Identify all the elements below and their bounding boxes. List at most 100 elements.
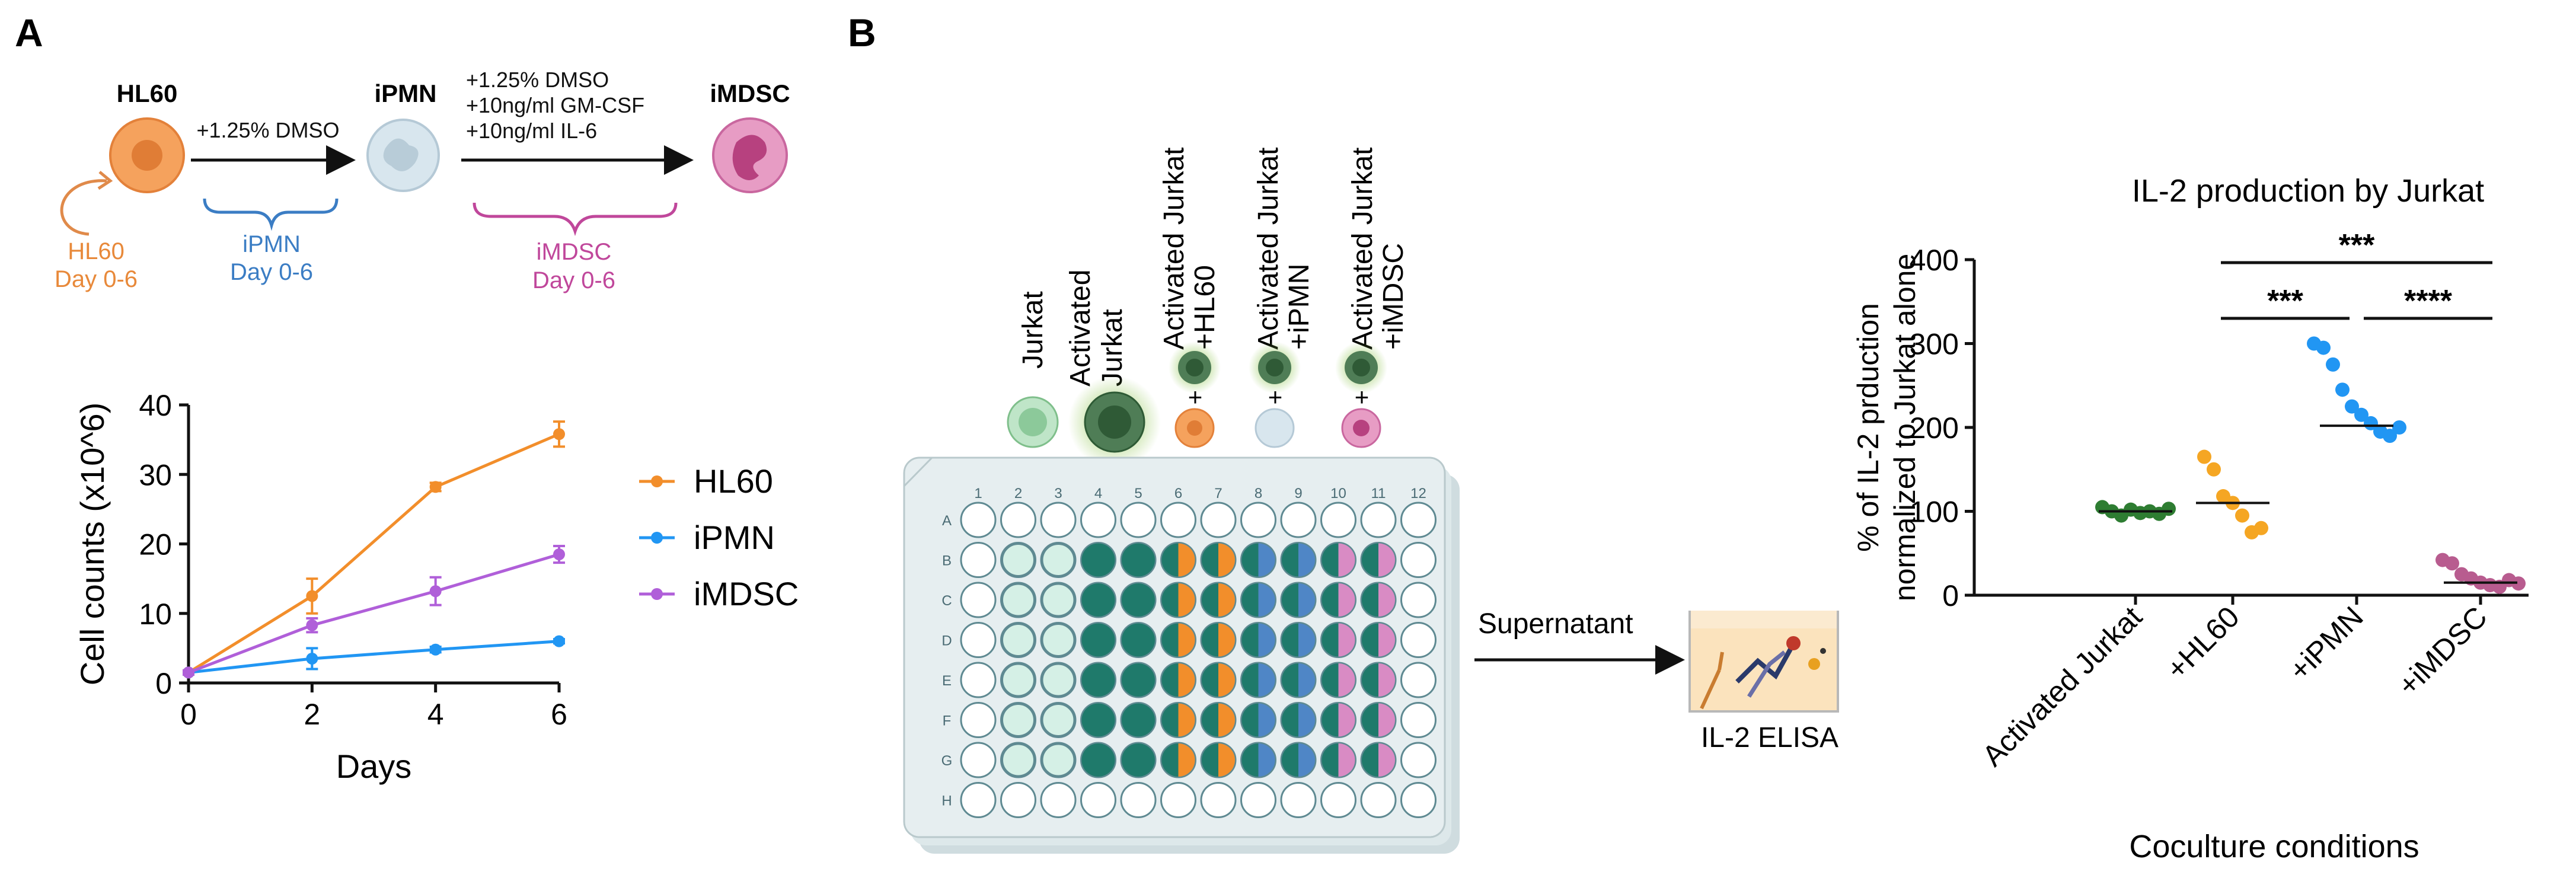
legend-marker <box>651 475 663 487</box>
significance-label: *** <box>2339 228 2375 263</box>
plate-well <box>1200 582 1237 618</box>
scatter-point <box>2235 508 2249 523</box>
scatter-point <box>2207 462 2221 477</box>
scatter-point <box>2197 449 2211 464</box>
panel-a-label: A <box>15 11 43 55</box>
plate-row-label: B <box>942 553 952 569</box>
plate-well <box>1280 542 1317 578</box>
plate-well <box>1240 542 1276 578</box>
plate-well <box>1120 742 1157 778</box>
plate-well <box>1000 662 1036 698</box>
plate-well <box>1120 582 1157 618</box>
cond-label-hl60-l2: +HL60 <box>1189 265 1221 350</box>
plate-well <box>1200 662 1237 698</box>
data-point <box>306 590 318 602</box>
ipmn-cell-name: iPMN <box>375 79 437 107</box>
x-tick-label: 6 <box>551 698 567 731</box>
y-axis-title: Cell counts (x10^6) <box>74 403 111 686</box>
series-line <box>188 553 560 674</box>
plate-well <box>960 622 997 658</box>
ipmn-brace <box>203 198 339 231</box>
plate-well <box>1360 662 1397 698</box>
legend-marker <box>651 532 663 544</box>
plate-well <box>1240 662 1276 698</box>
plate-well <box>1040 622 1077 658</box>
x-tick-label: 0 <box>180 698 197 731</box>
significance-label: **** <box>2404 284 2453 318</box>
plate-well <box>1320 662 1356 698</box>
y-tick-label: 0 <box>155 667 172 700</box>
plate-col-label: 10 <box>1330 486 1346 502</box>
plate-well <box>1160 622 1196 658</box>
plate-well <box>1160 502 1196 538</box>
scatter-point <box>2392 420 2406 435</box>
plate-well <box>1240 702 1276 738</box>
plate-well <box>1120 662 1157 698</box>
cond-label-ipmn-l2: +iPMN <box>1284 264 1315 350</box>
data-point <box>306 652 318 665</box>
data-point <box>183 666 194 679</box>
plate-well <box>1040 582 1077 618</box>
plate-well <box>1360 742 1397 778</box>
plate-well <box>1400 622 1437 658</box>
cond-label-jurkat: Jurkat <box>1017 291 1049 369</box>
self-renewal-arrow-icon <box>60 179 107 236</box>
plate-well <box>960 582 997 618</box>
arrow2-treatment-line2: +10ng/ml GM-CSF <box>466 93 644 117</box>
ipmn-cell-icon <box>366 119 440 192</box>
series-line <box>188 640 560 674</box>
x-tick-label: +HL60 <box>2160 600 2246 686</box>
y-axis-title-line2: normalized to Jurkat alone <box>1888 254 1921 601</box>
plate-well <box>1400 782 1437 818</box>
y-tick-label: 200 <box>1910 411 1959 445</box>
plate-well <box>1000 702 1036 738</box>
elisa-well-icon <box>1688 611 1839 713</box>
scatter-point <box>2254 521 2268 535</box>
arrow2-treatment-line3: +10ng/ml IL-6 <box>466 119 597 143</box>
data-point <box>429 643 442 656</box>
plus-sign-3: + <box>1355 383 1370 411</box>
hl60-caption-line1: HL60 <box>68 238 125 264</box>
plate-well <box>1280 742 1317 778</box>
plate-well <box>1200 502 1237 538</box>
elisa-label: IL-2 ELISA <box>1701 722 1838 754</box>
cond-label-activated-l1: Activated <box>1065 270 1096 387</box>
plate-col-label: 6 <box>1174 486 1182 502</box>
plate-well <box>1360 582 1397 618</box>
plate-well <box>1160 782 1196 818</box>
scatter-point <box>2354 407 2368 422</box>
plate-row-label: C <box>941 593 952 609</box>
plate-well <box>1080 542 1116 578</box>
plate-well <box>1240 502 1276 538</box>
x-axis-title: Days <box>336 748 412 785</box>
plate-well <box>1080 582 1116 618</box>
plate-well <box>1400 702 1437 738</box>
plate-row-label: E <box>942 673 952 689</box>
plate-well <box>1080 502 1116 538</box>
ipmn-caption-line2: Day 0-6 <box>230 259 313 285</box>
plate-well <box>1200 702 1237 738</box>
plate-col-label: 4 <box>1094 486 1102 502</box>
scatter-point <box>2345 399 2359 414</box>
plate-well <box>1160 582 1196 618</box>
plate-well <box>1000 582 1036 618</box>
x-tick-label: Activated Jurkat <box>1976 600 2149 772</box>
plate-well <box>1160 542 1196 578</box>
plate-well <box>1280 662 1317 698</box>
plate-well <box>1280 702 1317 738</box>
hl60-cell-name: HL60 <box>117 79 178 107</box>
plate-well <box>1320 502 1356 538</box>
scatter-point <box>2511 576 2526 591</box>
x-axis-title: Coculture conditions <box>2129 829 2419 864</box>
plate-well <box>1200 782 1237 818</box>
plate-well <box>1040 702 1077 738</box>
plate-well <box>1040 782 1077 818</box>
plate-well <box>1240 742 1276 778</box>
series-line <box>187 432 560 674</box>
imdsc-caption-line1: iMDSC <box>537 239 612 265</box>
y-tick-label: 10 <box>139 598 172 631</box>
data-point <box>429 481 442 493</box>
cond-label-imdsc-l1: Activated Jurkat <box>1347 148 1378 350</box>
plate-row-label: G <box>941 753 953 769</box>
